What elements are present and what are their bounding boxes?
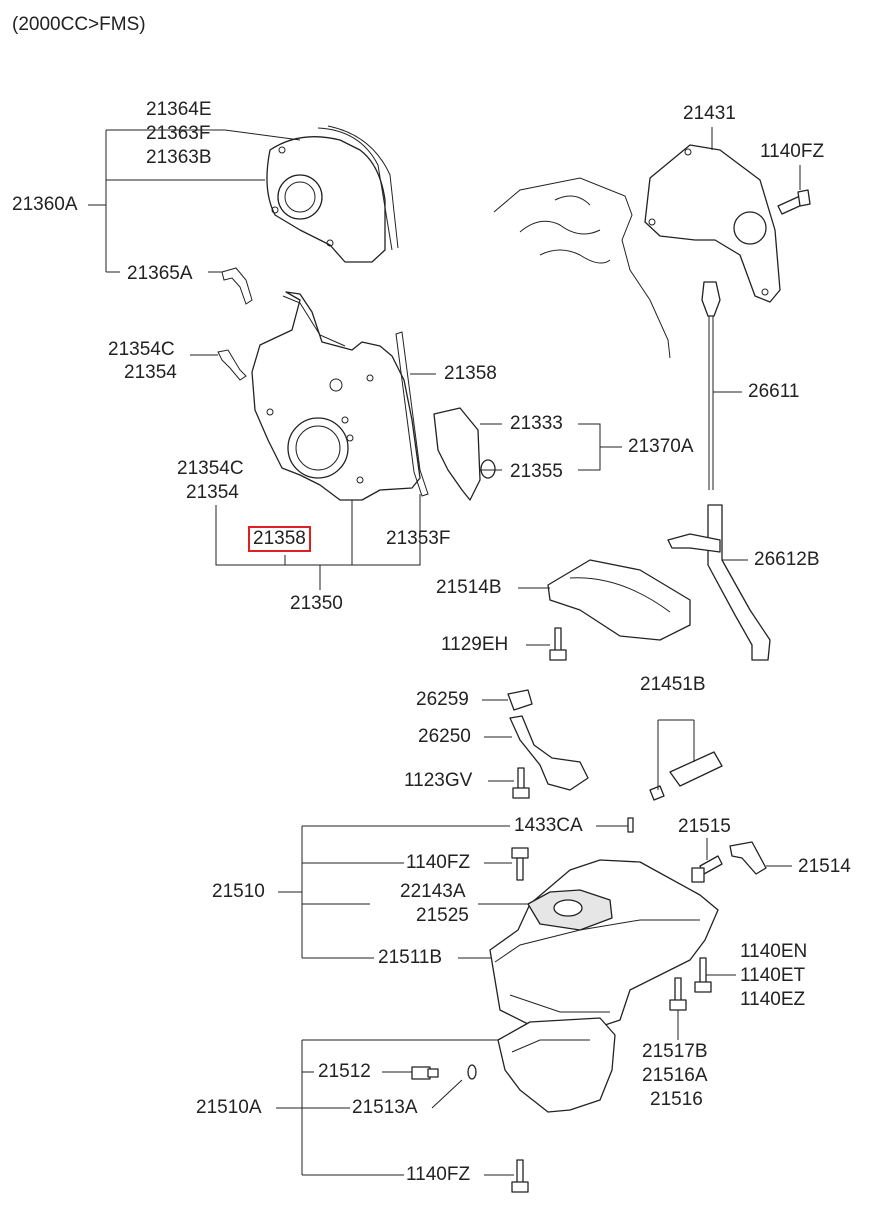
label-21516a: 21516A <box>642 1065 708 1086</box>
label-1129eh: 1129EH <box>441 634 509 655</box>
bolt-21517b-drawing <box>669 977 687 1011</box>
label-1140fz-bottom: 1140FZ <box>406 1164 471 1185</box>
label-21511b: 21511B <box>378 947 443 968</box>
bolt-21515-drawing <box>691 855 723 883</box>
label-1140fz-mid: 1140FZ <box>406 852 471 873</box>
baffle-21514b-drawing <box>547 559 691 641</box>
lower-oil-pan-21510a-drawing <box>497 1017 616 1113</box>
bracket-21333-drawing <box>433 407 481 501</box>
bolt-1123gv-drawing <box>512 767 530 799</box>
bolt-1140fz-mid-drawing <box>511 847 529 881</box>
label-21517b: 21517B <box>642 1041 708 1062</box>
gasket-26259-drawing <box>507 689 533 711</box>
label-26250: 26250 <box>418 726 471 747</box>
label-1140ez: 1140EZ <box>740 989 806 1010</box>
label-21353f: 21353F <box>386 528 451 549</box>
bolt-1140fz-top-drawing <box>777 189 811 215</box>
rear-plate-bolt-hole <box>648 218 656 226</box>
label-26259: 26259 <box>416 689 469 710</box>
label-21510: 21510 <box>212 881 265 902</box>
bracket-21514-drawing <box>729 841 767 875</box>
label-21510a: 21510A <box>196 1097 262 1118</box>
label-21364e: 21364E <box>146 99 212 120</box>
label-21363f: 21363F <box>146 123 211 144</box>
label-21514b: 21514B <box>436 577 502 598</box>
grommet-21355-drawing <box>480 459 496 479</box>
bolt-1129eh-drawing <box>549 627 567 661</box>
dipstick-tube-26612b-drawing <box>667 504 771 661</box>
label-22143a: 22143A <box>400 881 466 902</box>
rear-plate-21431-drawing <box>644 144 781 303</box>
clip-21354c-drawing <box>217 349 247 381</box>
label-21512: 21512 <box>318 1061 371 1082</box>
label-21354-lower: 21354 <box>186 482 239 503</box>
label-21431: 21431 <box>683 103 736 124</box>
engine-block-outline-drawing <box>493 177 671 359</box>
label-21354c-lower: 21354C <box>177 458 244 479</box>
label-21355: 21355 <box>510 461 563 482</box>
gasket-21513a-drawing <box>467 1064 477 1080</box>
rear-plate-hole <box>733 211 767 245</box>
variant-header: (2000CC>FMS) <box>12 14 146 35</box>
label-21350: 21350 <box>290 593 343 614</box>
bolt-1140fz-bottom-drawing <box>511 1159 529 1193</box>
label-21358-right: 21358 <box>444 363 497 384</box>
label-1433ca: 1433CA <box>514 815 583 836</box>
rear-plate-bolt-hole <box>684 148 692 156</box>
baffle-rib <box>569 577 671 613</box>
label-1140en: 1140EN <box>740 941 808 962</box>
label-21354c-upper: 21354C <box>108 339 175 360</box>
label-21514: 21514 <box>798 856 851 877</box>
label-21358-highlighted[interactable]: 21358 <box>248 526 311 552</box>
label-21360a: 21360A <box>12 194 78 215</box>
label-21354-upper: 21354 <box>124 362 177 383</box>
dipstick-26611-drawing <box>701 281 721 490</box>
label-1140fz-top: 1140FZ <box>760 141 825 162</box>
upper-oil-pan-21510-drawing <box>489 859 719 1041</box>
leader-lines <box>88 127 801 1176</box>
label-21365a: 21365A <box>127 263 193 284</box>
label-21525: 21525 <box>416 905 469 926</box>
upper-timing-cover-drawing <box>266 125 399 263</box>
bolt-1140en-drawing <box>694 957 712 993</box>
label-26612b: 26612B <box>754 549 820 570</box>
label-21451b: 21451B <box>640 674 706 695</box>
label-21370a: 21370A <box>628 436 694 457</box>
label-1123gv: 1123GV <box>404 770 473 791</box>
rear-plate-bolt-hole <box>761 288 769 296</box>
lower-timing-cover-drawing <box>251 291 421 501</box>
label-21513a: 21513A <box>352 1097 418 1118</box>
label-21516: 21516 <box>650 1089 703 1110</box>
label-26611: 26611 <box>748 381 800 402</box>
oil-screen-26250-drawing <box>509 715 589 791</box>
label-1140et: 1140ET <box>740 965 806 986</box>
label-21333: 21333 <box>510 413 563 434</box>
clip-21365a-drawing <box>221 267 253 305</box>
gasket-21358-drawing <box>395 331 429 497</box>
label-21515: 21515 <box>678 816 731 837</box>
label-21363b: 21363B <box>146 147 212 168</box>
sealant-tube-21451b-drawing <box>649 751 723 801</box>
drain-plug-21512-drawing <box>411 1066 439 1080</box>
pin-1433ca-drawing <box>627 817 634 833</box>
